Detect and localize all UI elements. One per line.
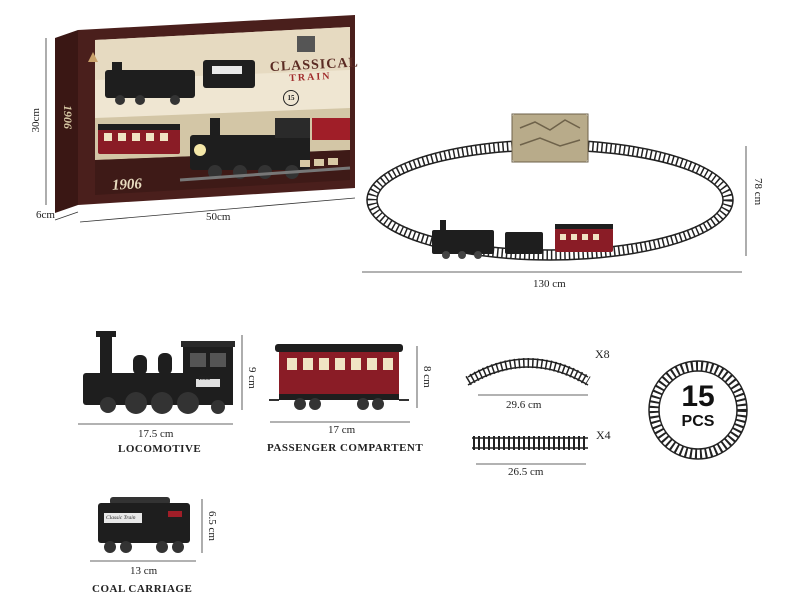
locomotive-height-dim: 9 cm: [246, 367, 258, 389]
passenger-car-illustration: [269, 344, 418, 423]
straight-track-part: X4 26.5 cm: [468, 428, 638, 488]
pcs-badge-unit: PCS: [681, 413, 715, 430]
straight-track-illustration: [472, 436, 588, 465]
coal-height-dim: 6.5 cm: [206, 511, 218, 541]
pcs-badge-ring: [648, 360, 748, 460]
box-height-dim: 30cm: [30, 108, 42, 133]
coal-carriage-illustration: [90, 497, 203, 562]
box-width-dim: 50cm: [206, 211, 231, 223]
oval-track-illustration: [362, 113, 747, 273]
box-year-logo: 1906: [111, 176, 143, 194]
passenger-height-dim: 8 cm: [421, 366, 433, 388]
passenger-part: 17 cm 8 cm PASSENGER COMPARTENT: [265, 338, 445, 458]
coal-width-dim: 13 cm: [130, 565, 158, 577]
straight-track-qty: X4: [596, 428, 611, 442]
locomotive-illustration: [78, 331, 243, 425]
box-side-year: 1906: [61, 105, 75, 129]
box-pcs-number: 15: [287, 94, 295, 102]
box-pcs-badge: 15: [283, 90, 299, 106]
box-illustration: [45, 15, 356, 223]
box-brand-title: CLASSICAL TRAIN: [269, 55, 359, 85]
curved-track-illustration: [465, 358, 591, 396]
product-box: CLASSICAL TRAIN 15 1906 1906 30cm 6cm 50…: [0, 0, 370, 230]
straight-track-length-dim: 26.5 cm: [508, 466, 544, 478]
locomotive-label: LOCOMOTIVE: [118, 443, 202, 455]
box-depth-dim: 6cm: [36, 209, 55, 221]
coal-carriage-plate: Classic Train: [106, 515, 136, 521]
curved-track-part: X8 29.6 cm: [460, 345, 630, 415]
track-height-dim: 78 cm: [752, 178, 764, 206]
pcs-badge-number: 15: [681, 380, 715, 413]
passenger-width-dim: 17 cm: [328, 424, 356, 436]
track-width-dim: 130 cm: [533, 278, 566, 290]
passenger-label: PASSENGER COMPARTENT: [267, 442, 424, 454]
pcs-badge: 15 PCS: [648, 360, 748, 460]
locomotive-width-dim: 17.5 cm: [138, 428, 174, 440]
coal-carriage-part: Classic Train 13 cm 6.5 cm COAL CARRIAGE: [88, 495, 248, 600]
locomotive-plate: 1906: [198, 376, 210, 382]
track-layout: 130 cm 78 cm: [350, 100, 780, 300]
curved-track-length-dim: 29.6 cm: [506, 399, 542, 411]
coal-label: COAL CARRIAGE: [92, 583, 193, 595]
locomotive-part: 1906 17.5 cm 9 cm LOCOMOTIVE: [78, 325, 278, 455]
curved-track-qty: X8: [595, 347, 610, 361]
